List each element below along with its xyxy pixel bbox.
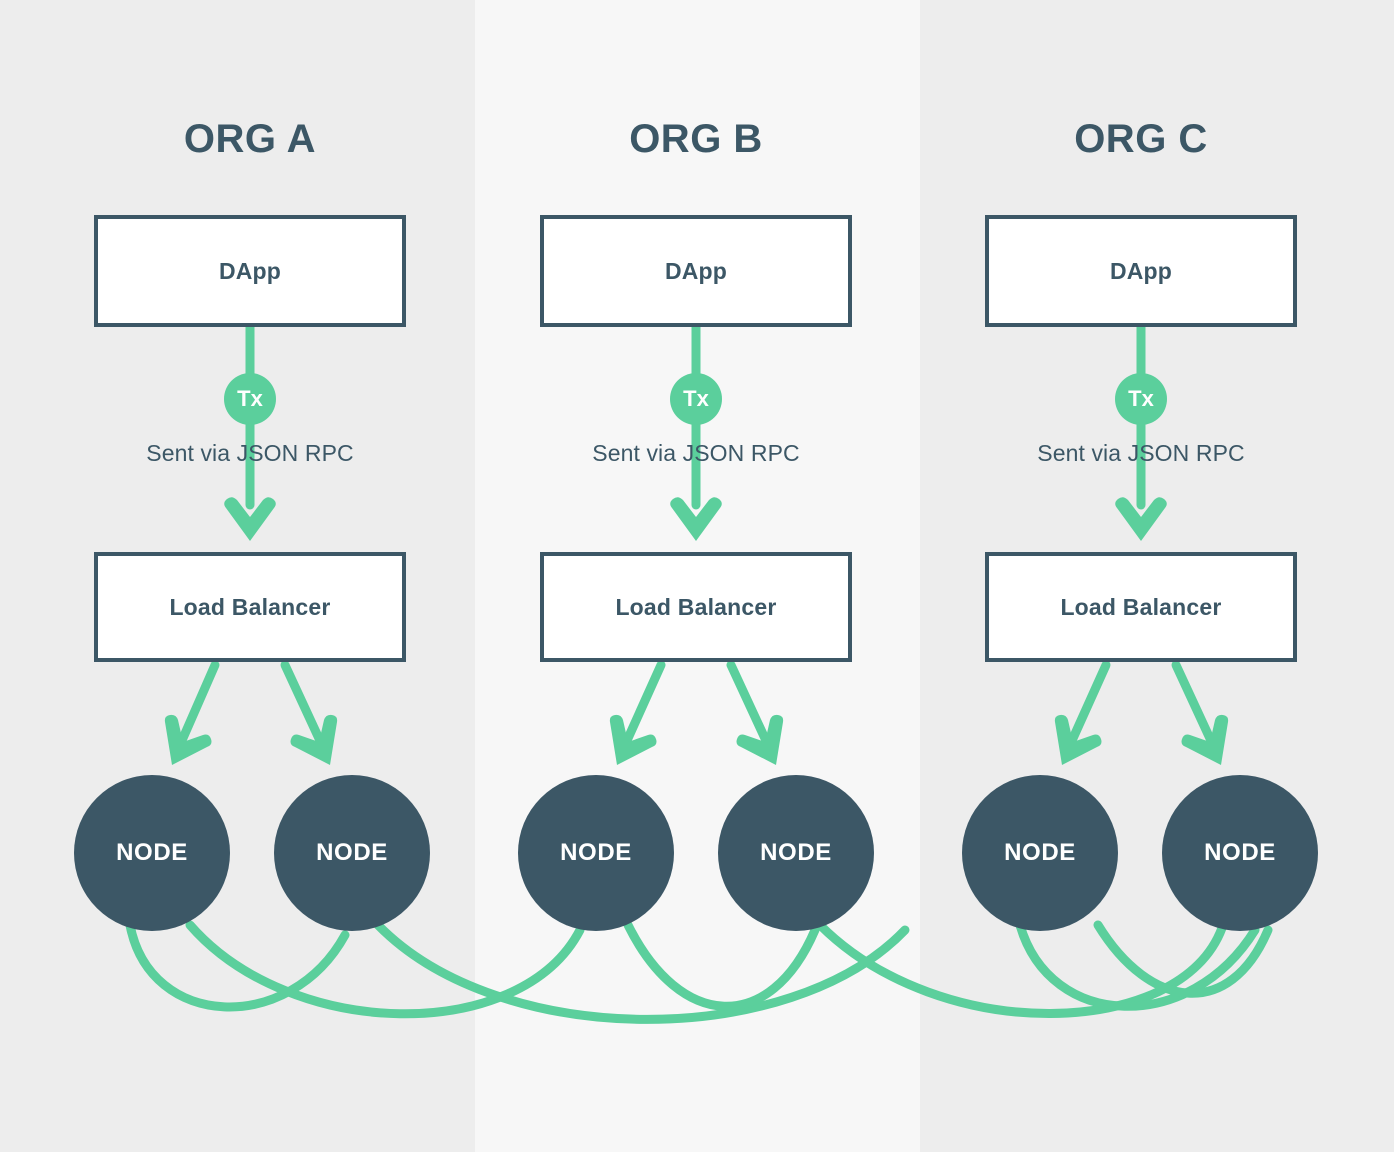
- dapp-box-a: DApp: [94, 215, 406, 327]
- load-balancer-box-c: Load Balancer: [985, 552, 1297, 662]
- node-label-b2: NODE: [760, 839, 832, 866]
- tx-badge-b: Tx: [670, 373, 722, 425]
- peer-curve-n5-n6-alt: [1093, 920, 1273, 998]
- dapp-label-a: DApp: [218, 257, 282, 284]
- load-balancer-box-b: Load Balancer: [540, 552, 852, 662]
- arrowhead-node-c2: [1181, 714, 1229, 765]
- rpc-label-a: Sent via JSON RPC: [146, 440, 354, 466]
- arrowhead-node-a2: [290, 714, 338, 765]
- org-title-b: ORG B: [629, 117, 763, 161]
- node-circle-a1: NODE: [74, 775, 230, 931]
- lb-to-node-line-b2: [726, 660, 773, 750]
- load-balancer-label-b: Load Balancer: [615, 593, 777, 620]
- rpc-label-c: Sent via JSON RPC: [1037, 440, 1245, 466]
- peer-curve-n4-n6: [815, 920, 1227, 1018]
- tx-label-c: Tx: [1128, 386, 1154, 411]
- node-label-a2: NODE: [316, 839, 388, 866]
- node-label-b1: NODE: [560, 839, 632, 866]
- load-balancer-label-c: Load Balancer: [1060, 593, 1222, 620]
- peer-curve-n2-n4: [373, 920, 910, 1024]
- arrowhead-node-group: [164, 714, 1229, 765]
- tx-label-a: Tx: [237, 386, 263, 411]
- org-title-c: ORG C: [1074, 117, 1208, 161]
- lb-to-node-line-b1: [620, 660, 666, 750]
- rpc-label-b: Sent via JSON RPC: [592, 440, 800, 466]
- dapp-label-c: DApp: [1109, 257, 1173, 284]
- dapp-label-b: DApp: [664, 257, 728, 284]
- org-title-a: ORG A: [183, 117, 317, 161]
- peer-curve-n3-n4: [623, 920, 820, 1011]
- node-circle-b2: NODE: [718, 775, 874, 931]
- node-circle-b1: NODE: [518, 775, 674, 931]
- arrowhead-node-c1: [1054, 714, 1102, 765]
- arrowhead-lb-b: [670, 497, 722, 541]
- arrowhead-node-a1: [164, 714, 212, 765]
- peer-curve-n1-n2: [125, 920, 350, 1012]
- tx-badge-a: Tx: [224, 373, 276, 425]
- node-circle-c1: NODE: [962, 775, 1118, 931]
- lb-to-node-line-a2: [280, 660, 327, 750]
- peer-curve-n5-n6: [1015, 920, 1260, 1011]
- arrowhead-lb-a: [224, 497, 276, 541]
- arrowhead-lb-c: [1115, 497, 1167, 541]
- arrowhead-group: [224, 497, 1167, 541]
- node-label-c2: NODE: [1204, 839, 1276, 866]
- load-balancer-box-a: Load Balancer: [94, 552, 406, 662]
- node-label-a1: NODE: [116, 839, 188, 866]
- lb-to-node-line-c1: [1065, 660, 1111, 750]
- node-label-c1: NODE: [1004, 839, 1076, 866]
- node-circle-c2: NODE: [1162, 775, 1318, 931]
- dapp-box-b: DApp: [540, 215, 852, 327]
- tx-label-b: Tx: [683, 386, 709, 411]
- arrowhead-node-b2: [736, 714, 784, 765]
- lb-to-node-line-c2: [1171, 660, 1218, 750]
- arrowhead-node-b1: [609, 714, 657, 765]
- lb-to-node-line-a1: [175, 660, 220, 750]
- load-balancer-label-a: Load Balancer: [169, 593, 331, 620]
- tx-badge-c: Tx: [1115, 373, 1167, 425]
- peer-curve-n1-n3: [185, 920, 585, 1019]
- dapp-box-c: DApp: [985, 215, 1297, 327]
- node-circle-a2: NODE: [274, 775, 430, 931]
